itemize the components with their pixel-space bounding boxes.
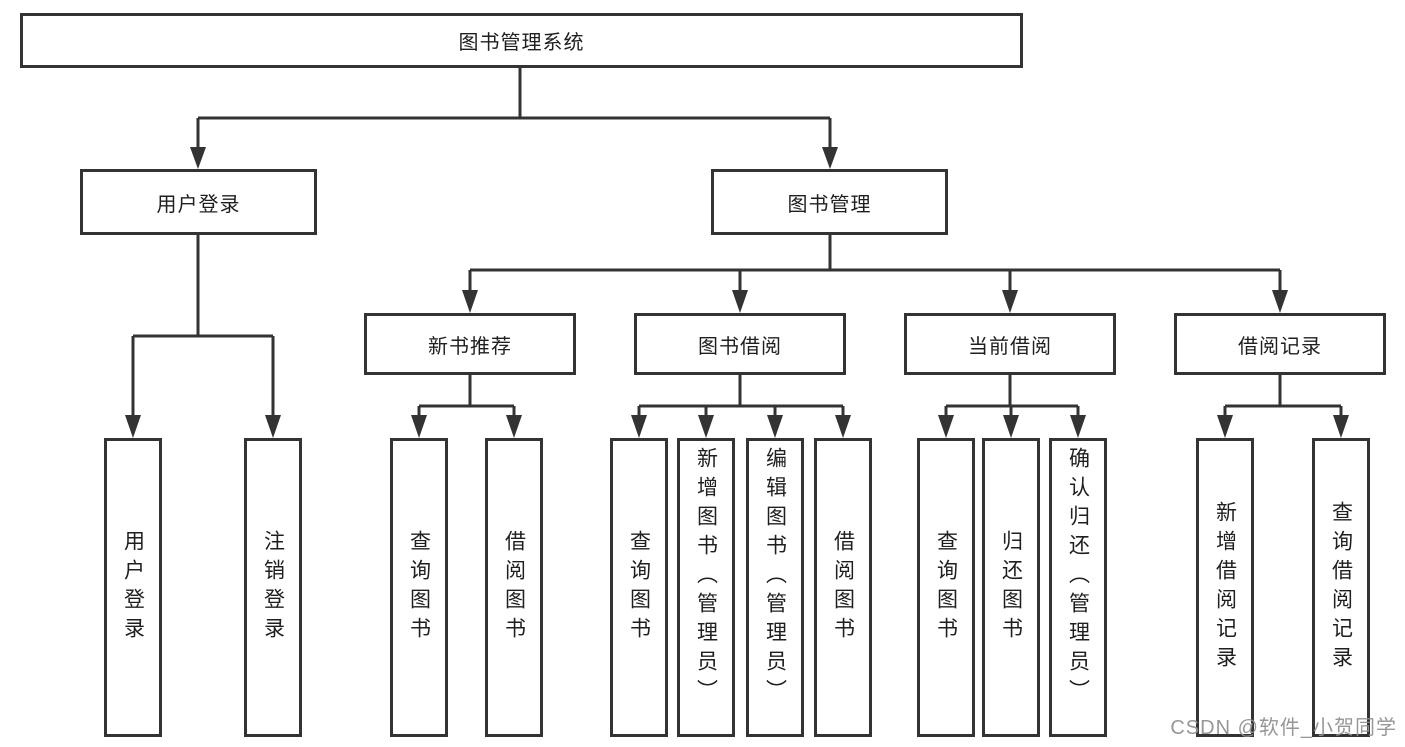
leaf-recommend-query-book: 查询图书 — [390, 438, 448, 737]
edge-user-login-to-leaves — [125, 235, 281, 438]
leaf-current-confirm-return-admin-label: 确认归还（管理员） — [1066, 447, 1090, 708]
leaf-records-add-record: 新增借阅记录 — [1196, 438, 1254, 737]
csdn-watermark: CSDN @软件_小贺同学 — [1170, 717, 1397, 739]
edge-borrow-to-leaves — [631, 375, 851, 438]
node-book-borrow-label: 图书借阅 — [698, 335, 782, 358]
node-current-borrow-label: 当前借阅 — [968, 335, 1052, 358]
leaf-current-confirm-return-admin: 确认归还（管理员） — [1049, 438, 1107, 737]
leaf-current-query-book-label: 查询图书 — [934, 529, 958, 646]
leaf-borrow-borrow-book-label: 借阅图书 — [831, 529, 855, 646]
node-root: 图书管理系统 — [20, 13, 1023, 68]
leaf-borrow-borrow-book: 借阅图书 — [814, 438, 872, 737]
edge-current-to-leaves — [938, 375, 1086, 438]
leaf-records-add-record-label: 新增借阅记录 — [1213, 500, 1237, 675]
node-new-book-recommend: 新书推荐 — [364, 313, 576, 375]
leaf-current-return-book-label: 归还图书 — [999, 529, 1023, 646]
node-user-login-label: 用户登录 — [156, 193, 241, 216]
node-new-book-recommend-label: 新书推荐 — [428, 335, 512, 358]
leaf-recommend-query-book-label: 查询图书 — [407, 529, 431, 646]
leaf-current-query-book: 查询图书 — [917, 438, 975, 737]
leaf-records-query-record-label: 查询借阅记录 — [1329, 500, 1353, 675]
leaf-borrow-query-book: 查询图书 — [610, 438, 668, 737]
edge-records-to-leaves — [1217, 375, 1349, 438]
node-book-management: 图书管理 — [711, 169, 948, 235]
leaf-borrow-add-book-admin-label: 新增图书（管理员） — [694, 447, 718, 708]
edge-root-to-level2 — [190, 68, 838, 169]
leaf-recommend-borrow-book-label: 借阅图书 — [502, 529, 526, 646]
node-borrow-records: 借阅记录 — [1174, 313, 1386, 375]
leaf-borrow-edit-book-admin-label: 编辑图书（管理员） — [763, 447, 787, 708]
edge-book-management-to-level3 — [462, 235, 1288, 313]
leaf-borrow-edit-book-admin: 编辑图书（管理员） — [746, 438, 804, 737]
leaf-current-return-book: 归还图书 — [982, 438, 1040, 737]
leaf-logout: 注销登录 — [244, 438, 302, 737]
node-user-login: 用户登录 — [80, 169, 317, 235]
leaf-borrow-query-book-label: 查询图书 — [627, 529, 651, 646]
leaf-borrow-add-book-admin: 新增图书（管理员） — [677, 438, 735, 737]
node-borrow-records-label: 借阅记录 — [1238, 335, 1322, 358]
leaf-records-query-record: 查询借阅记录 — [1312, 438, 1370, 737]
leaf-logout-label: 注销登录 — [261, 529, 285, 646]
edge-recommend-to-leaves — [411, 375, 522, 438]
leaf-user-login: 用户登录 — [104, 438, 162, 737]
leaf-recommend-borrow-book: 借阅图书 — [485, 438, 543, 737]
node-book-management-label: 图书管理 — [787, 193, 872, 216]
node-root-label: 图书管理系统 — [458, 32, 585, 54]
node-current-borrow: 当前借阅 — [904, 313, 1116, 375]
node-book-borrow: 图书借阅 — [634, 313, 846, 375]
leaf-user-login-label: 用户登录 — [121, 529, 145, 646]
